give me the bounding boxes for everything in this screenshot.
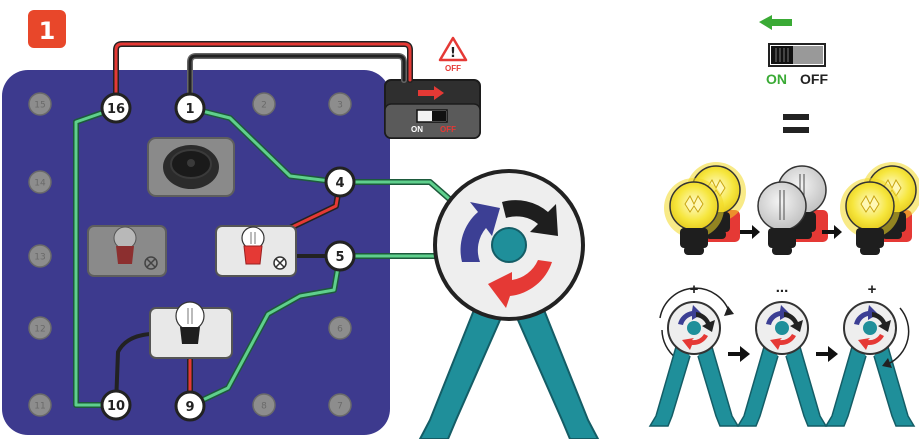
terminal-7: 7 — [328, 393, 352, 417]
svg-text:1: 1 — [185, 102, 194, 117]
bulb-pair-2 — [757, 165, 828, 256]
switch-module[interactable]: ON OFF — [384, 79, 481, 139]
bulb-pair-3 — [839, 161, 919, 256]
active-terminals: 16 1 4 5 10 9 — [100, 92, 356, 422]
svg-text:15: 15 — [34, 101, 45, 111]
motor-assembly — [418, 169, 600, 439]
terminal-5: 5 — [324, 240, 356, 272]
svg-text:7: 7 — [337, 402, 343, 412]
mini-motor-sequence — [649, 287, 915, 427]
separator-plus-2: + — [868, 281, 877, 298]
terminal-3: 3 — [328, 92, 352, 116]
svg-text:14: 14 — [34, 179, 46, 189]
svg-text:13: 13 — [34, 253, 45, 263]
svg-text:16: 16 — [107, 102, 125, 117]
svg-text:8: 8 — [261, 402, 267, 412]
legend-on-label: ON — [766, 71, 787, 87]
terminal-8: 8 — [252, 393, 276, 417]
rotation-arrows-icon — [460, 200, 558, 308]
step-badge: 1 — [28, 10, 66, 48]
terminal-6: 6 — [328, 316, 352, 340]
legend-off-label: OFF — [800, 71, 828, 87]
dim-terminals: 15 2 3 14 13 12 6 11 8 7 — [28, 92, 352, 417]
arrow-right-motor-1-icon — [728, 346, 750, 362]
svg-text:3: 3 — [337, 101, 343, 111]
bottom-lamp-module — [149, 301, 233, 359]
switch-off-label: OFF — [440, 125, 456, 134]
terminal-13: 13 — [28, 244, 52, 268]
mini-motor-1 — [649, 287, 739, 427]
buzzer-module — [147, 137, 235, 197]
svg-text:2: 2 — [261, 101, 267, 111]
equals-text: = — [795, 139, 797, 141]
terminal-9: 9 — [174, 390, 206, 422]
legend-switch: ON OFF — [759, 15, 828, 87]
step-number: 1 — [39, 17, 56, 45]
circuit-board — [2, 70, 390, 435]
svg-text:4: 4 — [335, 176, 344, 191]
terminal-10: 10 — [100, 389, 132, 421]
svg-text:6: 6 — [337, 325, 343, 335]
warning-icon: ! OFF — [438, 36, 468, 73]
bulb-pair-1 — [663, 161, 747, 256]
mini-motor-2 — [737, 301, 827, 427]
terminal-2: 2 — [252, 92, 276, 116]
svg-text:9: 9 — [185, 400, 194, 415]
mini-motor-3 — [825, 301, 915, 427]
terminal-4: 4 — [324, 166, 356, 198]
equals-icon: = — [783, 114, 809, 141]
svg-text:11: 11 — [34, 402, 45, 412]
svg-text:10: 10 — [107, 399, 125, 414]
active-lamp-module — [215, 225, 297, 277]
arrow-right-small-icon — [740, 225, 760, 239]
terminal-1: 1 — [174, 92, 206, 124]
terminal-15: 15 — [28, 92, 52, 116]
arrow-right-icon — [418, 86, 444, 100]
switch-on-label: ON — [411, 125, 423, 134]
svg-text:5: 5 — [335, 250, 344, 265]
separator-dots: ... — [776, 279, 789, 296]
terminal-12: 12 — [28, 316, 52, 340]
unused-lamp-module — [87, 225, 167, 277]
warning-off-label: OFF — [445, 64, 461, 73]
arrow-right-small-icon-2 — [822, 225, 842, 239]
bulb-sequence — [663, 161, 919, 256]
arrow-right-motor-2-icon — [816, 346, 838, 362]
sequence-separators: + ... + — [690, 279, 877, 298]
terminal-16: 16 — [100, 92, 132, 124]
svg-text:!: ! — [450, 46, 456, 61]
terminal-14: 14 — [28, 170, 52, 194]
separator-plus-1: + — [690, 281, 699, 298]
svg-text:12: 12 — [34, 325, 45, 335]
terminal-11: 11 — [28, 393, 52, 417]
arrow-left-icon — [759, 15, 792, 30]
